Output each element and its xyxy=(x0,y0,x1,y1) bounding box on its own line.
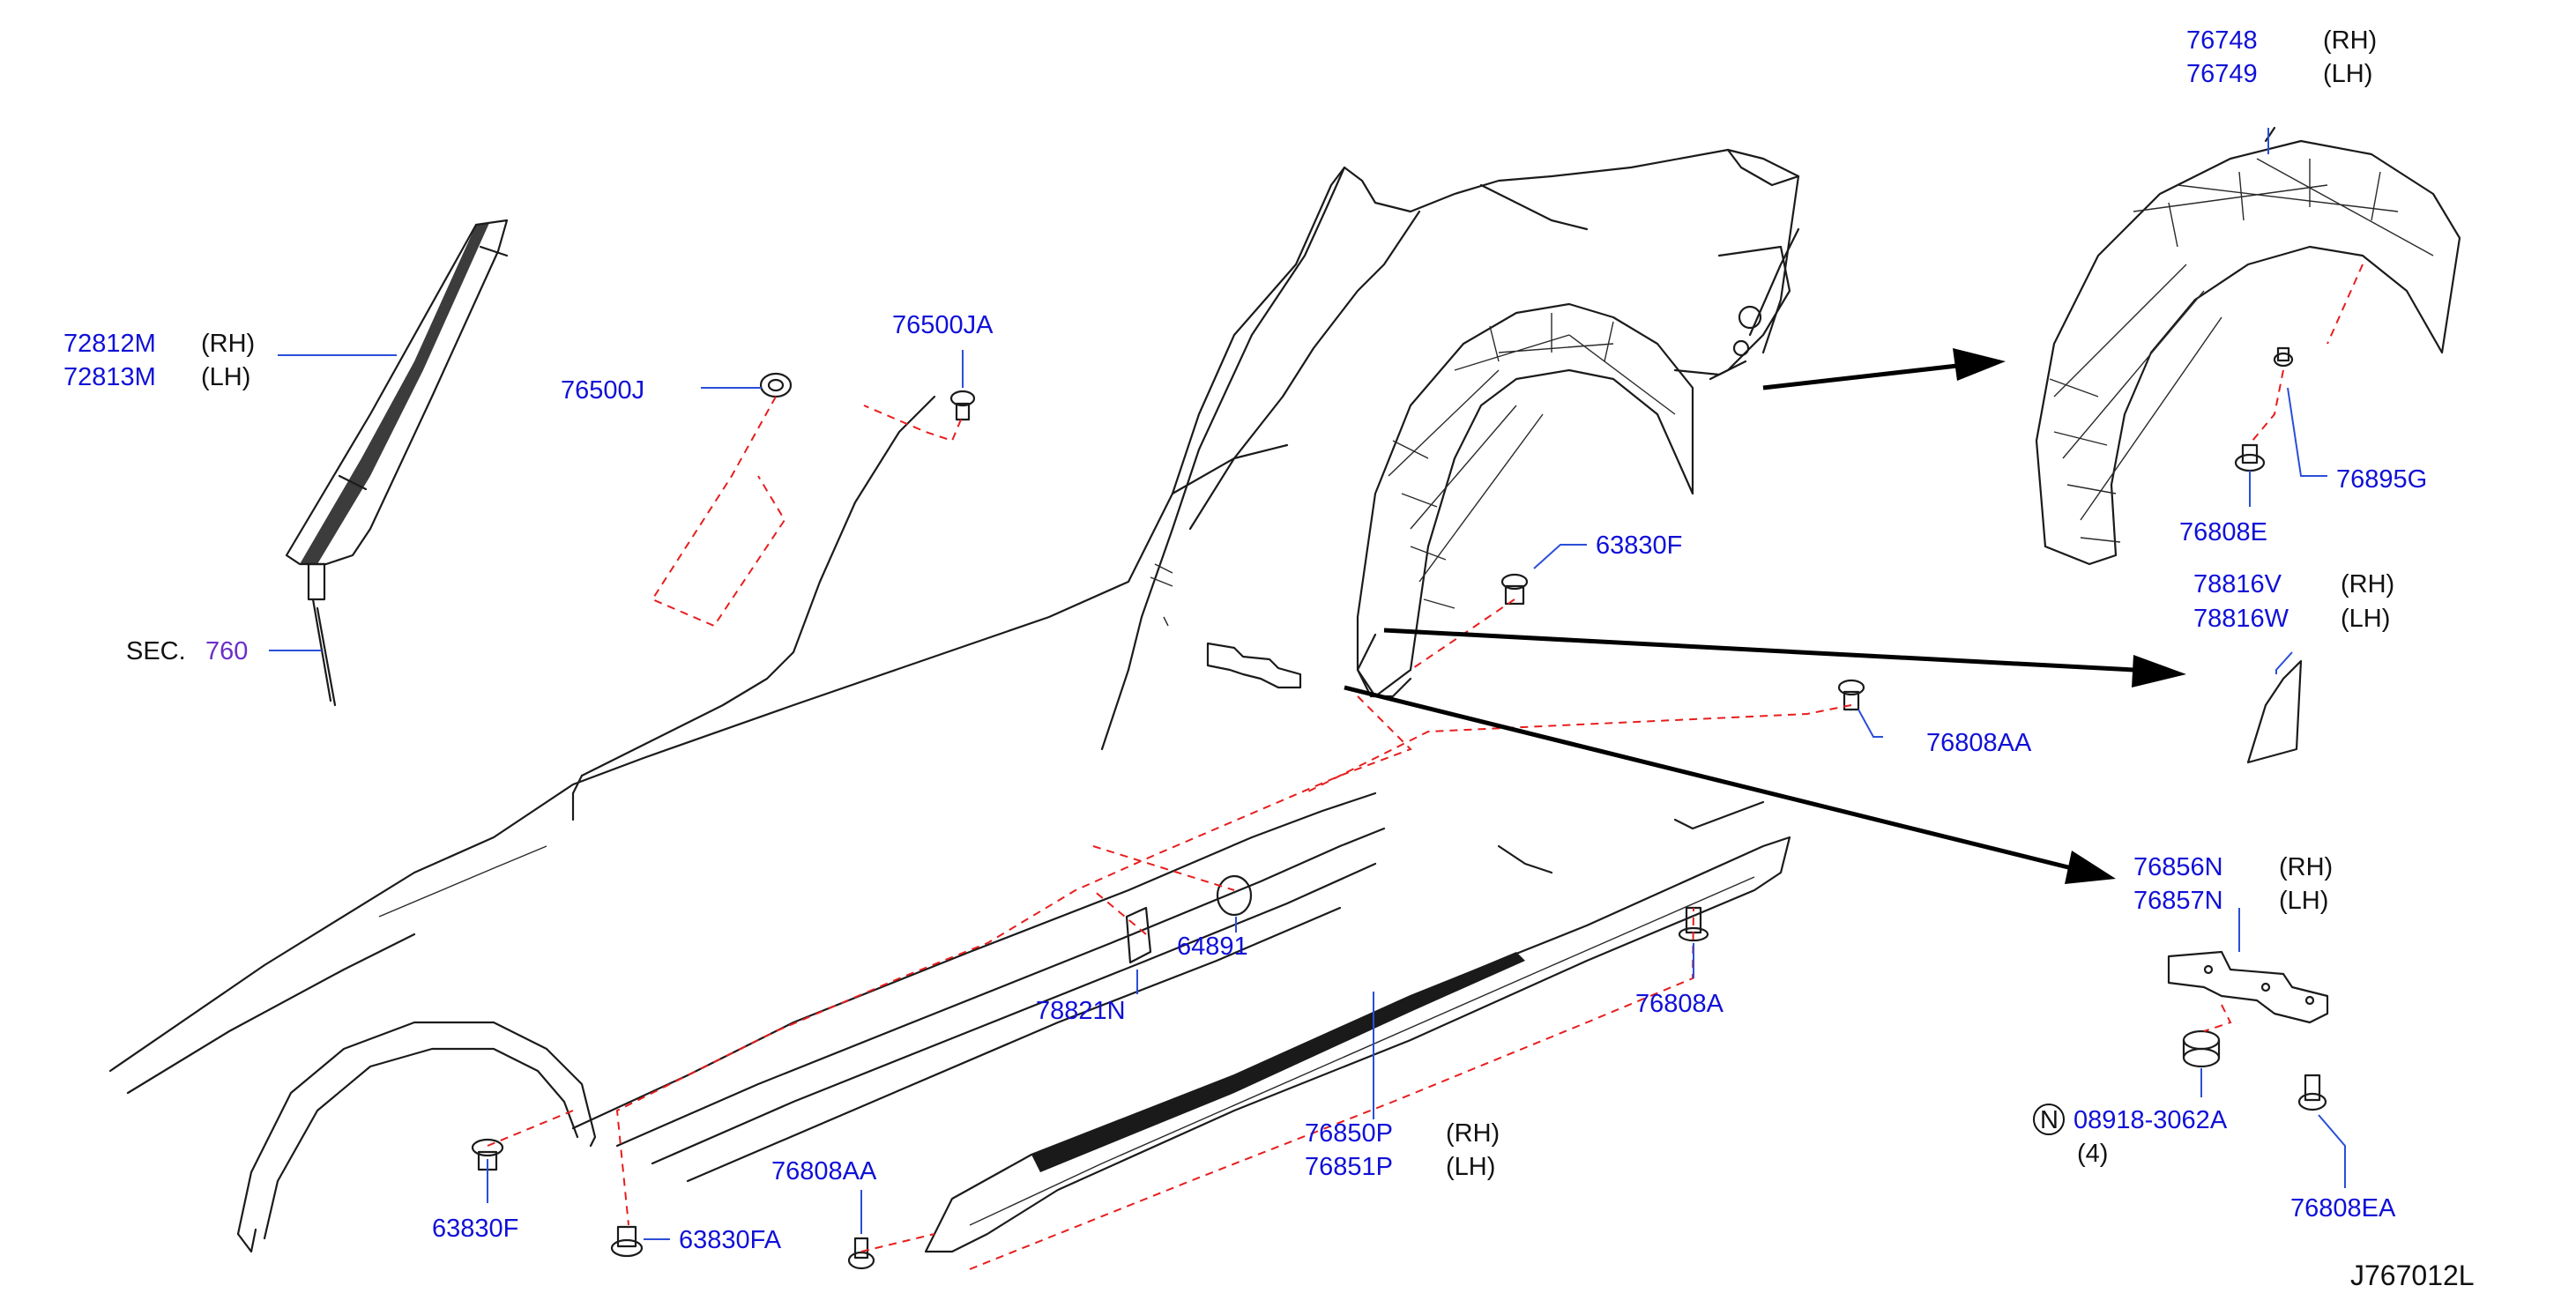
exploded-view-arrows xyxy=(1344,348,2186,884)
label-76808a: 76808A xyxy=(1635,990,1724,1018)
liner-lh-pn: 76749 xyxy=(2186,60,2258,88)
label-63830fa: 63830FA xyxy=(679,1226,782,1254)
protector-lh-pn: 78816W xyxy=(2193,605,2289,633)
clip-76500ja-part xyxy=(949,390,976,421)
nut-08918-part xyxy=(2182,1029,2221,1068)
diagram-code: J767012L xyxy=(2350,1260,2475,1291)
clip-76500j-part xyxy=(759,372,793,398)
screw-76808a-part xyxy=(1678,906,1709,942)
clip-76808e-part xyxy=(2234,443,2266,472)
pillar-lh-pn: 72813M xyxy=(63,363,156,391)
protector-lh-side: (LH) xyxy=(2341,605,2390,633)
pillar-rh-side: (RH) xyxy=(201,330,255,358)
pad-78821n-part xyxy=(1125,906,1152,964)
sill-lh-side: (LH) xyxy=(1446,1153,1495,1181)
liner-lh-side: (LH) xyxy=(2323,60,2372,88)
bracket-lh-side: (LH) xyxy=(2279,887,2328,915)
bracket-rh-pn: 76856N xyxy=(2133,853,2223,881)
callout-text: 72812M (RH) 72813M (LH) SEC. 760 76500J … xyxy=(63,26,2475,1291)
body-side-outer-panel xyxy=(108,148,1800,1253)
clip-63830f-top-part xyxy=(1500,573,1529,606)
label-76895g: 76895G xyxy=(2336,465,2427,494)
pillar-rh-pn: 72812M xyxy=(63,330,156,358)
label-76500ja: 76500JA xyxy=(892,311,994,339)
sill-rh-side: (RH) xyxy=(1446,1119,1500,1148)
mudguard-bracket-part xyxy=(2167,950,2329,1024)
nut-badge-circle xyxy=(2033,1104,2065,1135)
section-prefix: SEC. xyxy=(126,637,186,665)
label-63830f-bottom: 63830F xyxy=(432,1215,518,1243)
sill-rh-pn: 76850P xyxy=(1305,1119,1393,1148)
wheel-liner-part xyxy=(2035,126,2461,566)
wheel-liner-installed xyxy=(1356,302,1694,698)
label-76808aa-bottom: 76808AA xyxy=(771,1157,877,1185)
label-76808ea: 76808EA xyxy=(2290,1194,2396,1223)
clip-76808aa-top-part xyxy=(1837,679,1865,711)
liner-rh-side: (RH) xyxy=(2323,26,2377,55)
label-nut: 08918-3062A xyxy=(2073,1106,2228,1134)
label-76808aa-top: 76808AA xyxy=(1926,729,2032,757)
bracket-lh-pn: 76857N xyxy=(2133,887,2223,915)
arch-protector-part xyxy=(2246,659,2303,764)
a-pillar-trim-part xyxy=(285,219,509,707)
arch-protector-installed xyxy=(1356,633,1412,698)
sill-lh-pn: 76851P xyxy=(1305,1153,1393,1181)
nut-badge: N xyxy=(2040,1106,2059,1134)
label-78821n: 78821N xyxy=(1036,997,1126,1025)
plug-64891-part xyxy=(1216,874,1253,917)
label-63830f-top: 63830F xyxy=(1596,531,1682,560)
label-76500j: 76500J xyxy=(561,376,644,405)
protector-rh-side: (RH) xyxy=(2341,570,2394,598)
section-ref: 760 xyxy=(205,637,248,665)
nut-quantity: (4) xyxy=(2077,1140,2108,1168)
clip-76895g-part xyxy=(2273,346,2294,368)
screw-76808aa-bottom-part xyxy=(847,1237,875,1270)
side-sill-cover-part xyxy=(924,800,1791,1253)
clip-76808ea-part xyxy=(2297,1074,2327,1111)
mudguard-bracket-installed xyxy=(1206,642,1302,689)
liner-rh-pn: 76748 xyxy=(2186,26,2258,55)
bracket-rh-side: (RH) xyxy=(2279,853,2333,881)
leader-lines xyxy=(269,128,2346,1240)
label-64891: 64891 xyxy=(1177,933,1248,961)
clip-63830fa-part xyxy=(610,1225,644,1258)
label-76808e: 76808E xyxy=(2179,518,2267,546)
pillar-lh-side: (LH) xyxy=(201,363,250,391)
protector-rh-pn: 78816V xyxy=(2193,570,2282,598)
